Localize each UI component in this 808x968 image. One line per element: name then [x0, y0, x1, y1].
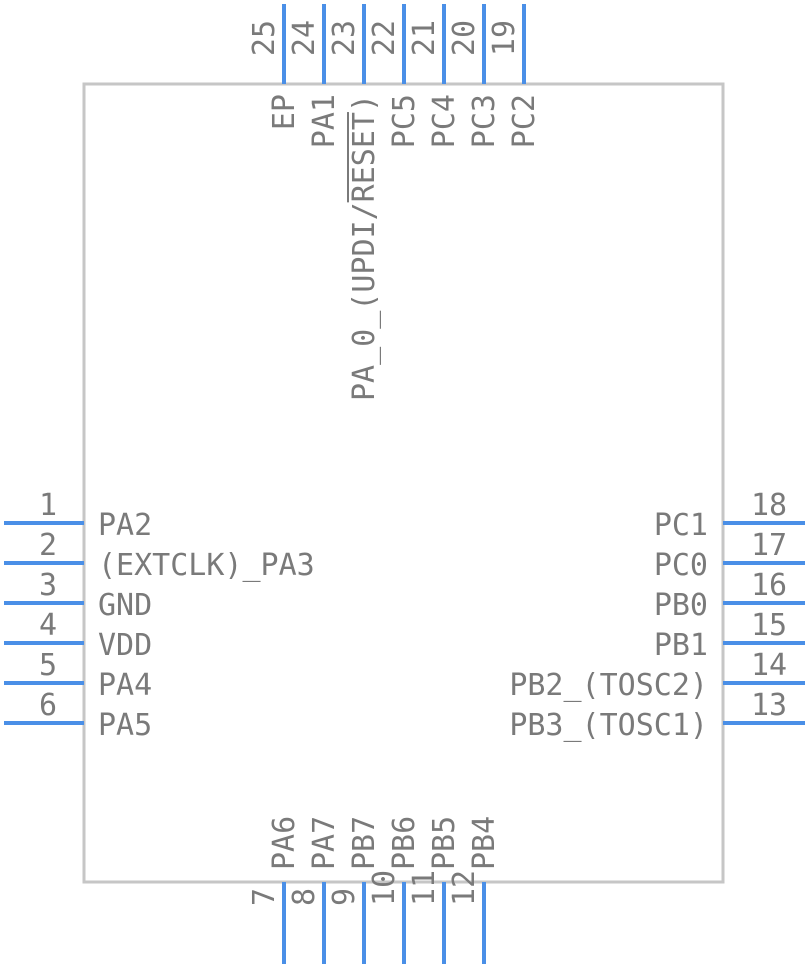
pin-name: PB7	[347, 816, 382, 870]
pin-number: 24	[287, 20, 322, 56]
pin-number: 2	[39, 528, 57, 563]
pin-number: 10	[367, 870, 402, 906]
pin-number: 7	[247, 888, 282, 906]
pin-number: 6	[39, 688, 57, 723]
pin-name: GND	[98, 588, 152, 623]
pin-number: 8	[287, 888, 322, 906]
pin-number: 4	[39, 608, 57, 643]
pin-number: 19	[487, 20, 522, 56]
pin-number: 25	[247, 20, 282, 56]
pin-name: PA4	[98, 668, 152, 703]
pin-name: PB5	[427, 816, 462, 870]
pin-name: PB0	[654, 588, 708, 623]
pin-name: PB1	[654, 628, 708, 663]
pin-name: PC2	[507, 94, 542, 148]
pin-name: PC5	[387, 94, 422, 148]
pin-name: PB6	[387, 816, 422, 870]
pin-name: EP	[267, 94, 302, 130]
pin-name: PC1	[654, 508, 708, 543]
pin-name: PB2_(TOSC2)	[509, 668, 708, 703]
pin-number: 12	[447, 870, 482, 906]
pin-name: PC3	[467, 94, 502, 148]
pin-number: 9	[327, 888, 362, 906]
pin-number: 3	[39, 568, 57, 603]
pin-number: 23	[327, 20, 362, 56]
ic-body	[82, 82, 725, 884]
pin-name: PC0	[654, 548, 708, 583]
pin-name: PA7	[307, 816, 342, 870]
pin-number: 11	[407, 870, 442, 906]
pin-name: PB3_(TOSC1)	[509, 708, 708, 743]
pin-name: PB4	[467, 816, 502, 870]
pin-number: 15	[751, 608, 787, 643]
pin-number: 22	[367, 20, 402, 56]
pin-number: 1	[39, 488, 57, 523]
pin-name: PA1	[307, 94, 342, 148]
pin-number: 5	[39, 648, 57, 683]
pin-name: (EXTCLK)_PA3	[98, 548, 315, 583]
pin-name: PA6	[267, 816, 302, 870]
pin-name: PA2	[98, 508, 152, 543]
pin-number: 17	[751, 528, 787, 563]
pin-number: 21	[407, 20, 442, 56]
pin-name: PA_0_(UPDI/RESET)	[347, 94, 382, 401]
pin-name: VDD	[98, 628, 152, 663]
pin-number: 20	[447, 20, 482, 56]
pin-number: 14	[751, 648, 787, 683]
pin-name: PA5	[98, 708, 152, 743]
pin-number: 16	[751, 568, 787, 603]
pin-number: 13	[751, 688, 787, 723]
pin-number: 18	[751, 488, 787, 523]
pin-name: PC4	[427, 94, 462, 148]
